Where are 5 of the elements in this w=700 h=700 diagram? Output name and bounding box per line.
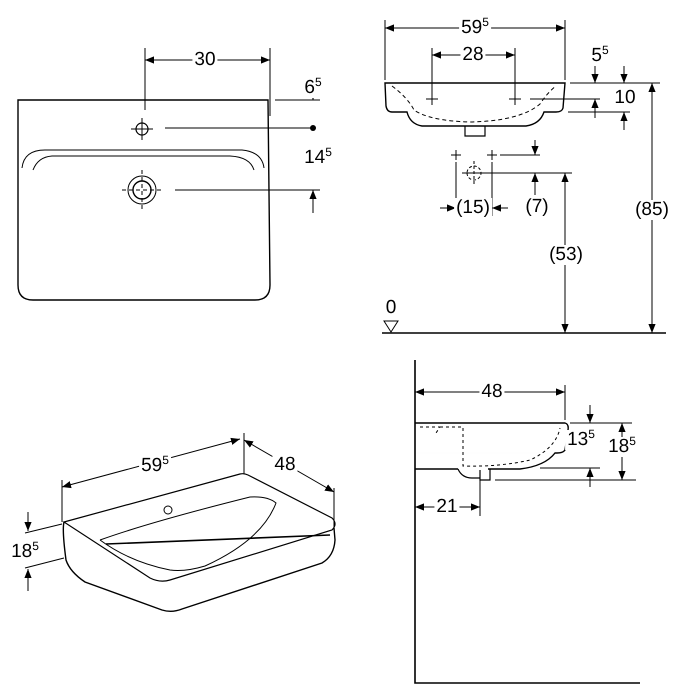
- dimension-label: 13$^{5}$: [565, 430, 597, 450]
- dimension-label: (85): [633, 200, 671, 220]
- dimension-label: (15): [454, 198, 492, 218]
- dimension-label: 6$^{5}$: [302, 78, 324, 98]
- dimension-label: (53): [547, 245, 585, 265]
